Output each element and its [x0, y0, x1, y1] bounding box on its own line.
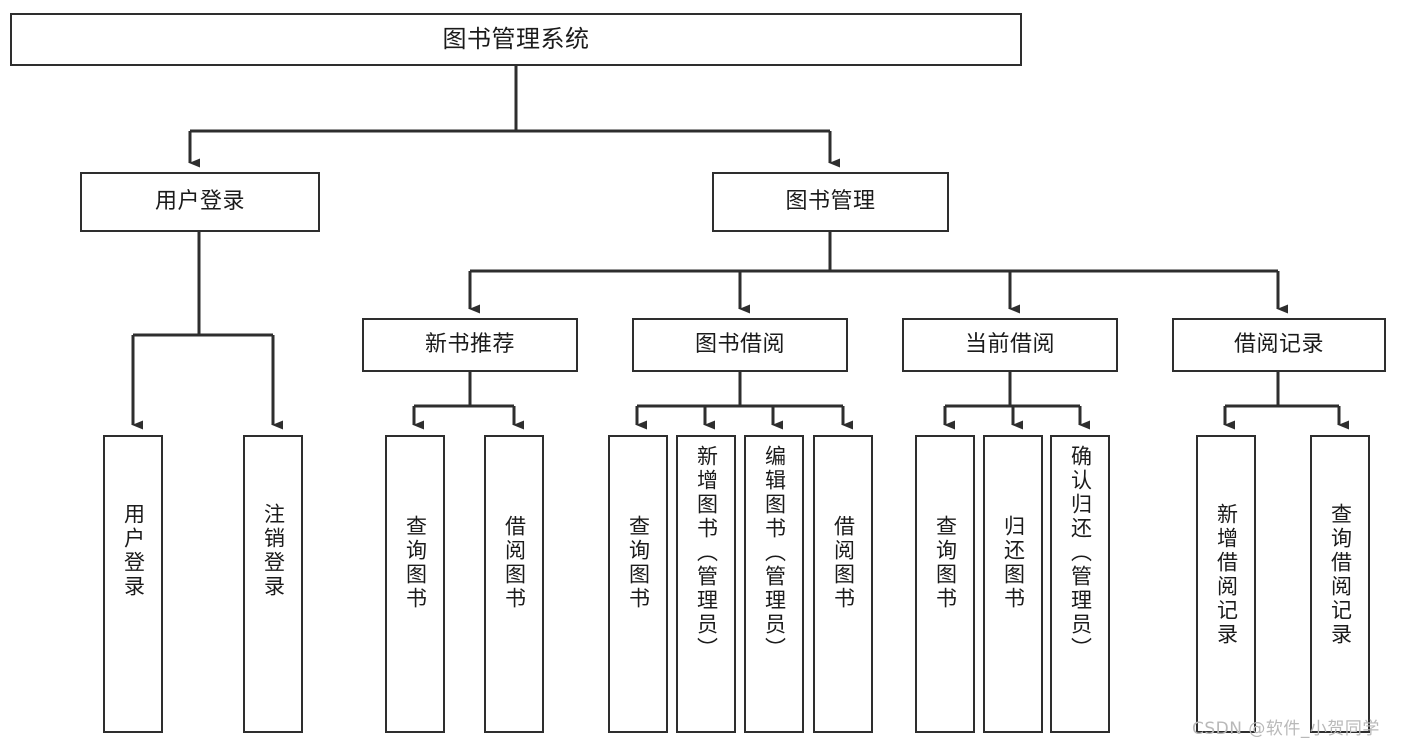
node-user-login[interactable]: 用户登录 — [80, 172, 320, 232]
leaf-label: 注销登录 — [261, 503, 286, 599]
leaf-borrow-record-add-record[interactable]: 新增借阅记录 — [1196, 435, 1256, 733]
leaf-current-borrow-query-book[interactable]: 查询图书 — [915, 435, 975, 733]
leaf-label: 用户登录 — [121, 503, 146, 599]
node-root-book-management-system[interactable]: 图书管理系统 — [10, 13, 1022, 66]
leaf-user-login-logout[interactable]: 注销登录 — [243, 435, 303, 733]
leaf-label: 查询借阅记录 — [1328, 503, 1353, 647]
leaf-label: 查询图书 — [933, 515, 958, 611]
leaf-current-borrow-return-book[interactable]: 归还图书 — [983, 435, 1043, 733]
node-borrow-record[interactable]: 借阅记录 — [1172, 318, 1386, 372]
leaf-book-borrow-query-book[interactable]: 查询图书 — [608, 435, 668, 733]
leaf-book-borrow-add-book-admin[interactable]: 新增图书（管理员） — [676, 435, 736, 733]
leaf-new-book-borrow-book[interactable]: 借阅图书 — [484, 435, 544, 733]
leaf-current-borrow-confirm-return-admin[interactable]: 确认归还（管理员） — [1050, 435, 1110, 733]
leaf-user-login-login[interactable]: 用户登录 — [103, 435, 163, 733]
leaf-book-borrow-edit-book-admin[interactable]: 编辑图书（管理员） — [744, 435, 804, 733]
leaf-label: 编辑图书（管理员） — [762, 445, 787, 661]
leaf-label: 新增借阅记录 — [1214, 503, 1239, 647]
leaf-label: 归还图书 — [1001, 515, 1026, 611]
node-book-borrow[interactable]: 图书借阅 — [632, 318, 848, 372]
leaf-label: 借阅图书 — [502, 515, 527, 611]
leaf-label: 查询图书 — [403, 515, 428, 611]
node-new-book-recommend[interactable]: 新书推荐 — [362, 318, 578, 372]
leaf-label: 查询图书 — [626, 515, 651, 611]
leaf-new-book-query-book[interactable]: 查询图书 — [385, 435, 445, 733]
leaf-borrow-record-query-record[interactable]: 查询借阅记录 — [1310, 435, 1370, 733]
node-current-borrow[interactable]: 当前借阅 — [902, 318, 1118, 372]
node-book-management[interactable]: 图书管理 — [712, 172, 949, 232]
leaf-label: 借阅图书 — [831, 515, 856, 611]
leaf-book-borrow-borrow-book[interactable]: 借阅图书 — [813, 435, 873, 733]
leaf-label: 新增图书（管理员） — [694, 445, 719, 661]
leaf-label: 确认归还（管理员） — [1068, 445, 1093, 661]
